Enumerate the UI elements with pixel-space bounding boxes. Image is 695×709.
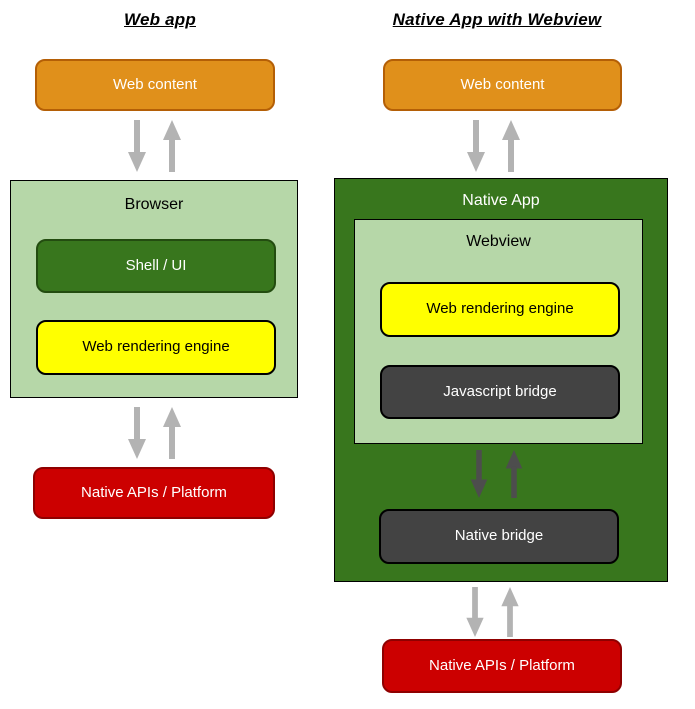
web-rendering-engine-box: Web rendering engine [380, 282, 620, 337]
native-apis-box: Native APIs / Platform [382, 639, 622, 693]
up-arrow-icon [502, 120, 520, 172]
native-app-with-webview-title: Native App with Webview [392, 10, 602, 29]
web-content-box: Web content [383, 59, 622, 111]
down-arrow-icon [466, 587, 484, 637]
down-arrow-icon [467, 120, 485, 172]
webview-container: Webview Web rendering engine Javascript … [354, 219, 643, 444]
down-arrow-icon [128, 407, 146, 459]
javascript-bridge-box: Javascript bridge [380, 365, 620, 419]
web-app-title: Web app [124, 10, 196, 29]
up-arrow-icon [501, 587, 519, 637]
web-content-box: Web content [35, 59, 275, 111]
webview-label: Webview [466, 233, 531, 250]
web-rendering-engine-box: Web rendering engine [36, 320, 276, 375]
web-content-to-native-app-arrows [467, 120, 520, 172]
down-arrow-icon [470, 450, 488, 498]
up-arrow-icon [505, 450, 523, 498]
up-arrow-icon [163, 120, 181, 172]
web-content-to-browser-arrows [128, 120, 181, 172]
browser-label: Browser [124, 196, 184, 213]
native-app-label: Native App [462, 192, 540, 209]
native-apis-box: Native APIs / Platform [33, 467, 275, 519]
webview-to-native-bridge-arrows [470, 450, 523, 498]
native-app-container: Native App Webview Web rendering engine … [334, 178, 668, 582]
browser-container: Browser Shell / UI Web rendering engine [10, 180, 298, 398]
native-app-to-native-apis-arrows [466, 587, 519, 637]
native-bridge-box: Native bridge [379, 509, 619, 564]
down-arrow-icon [128, 120, 146, 172]
browser-to-native-apis-arrows [128, 407, 181, 459]
up-arrow-icon [163, 407, 181, 459]
shell-ui-box: Shell / UI [36, 239, 276, 293]
